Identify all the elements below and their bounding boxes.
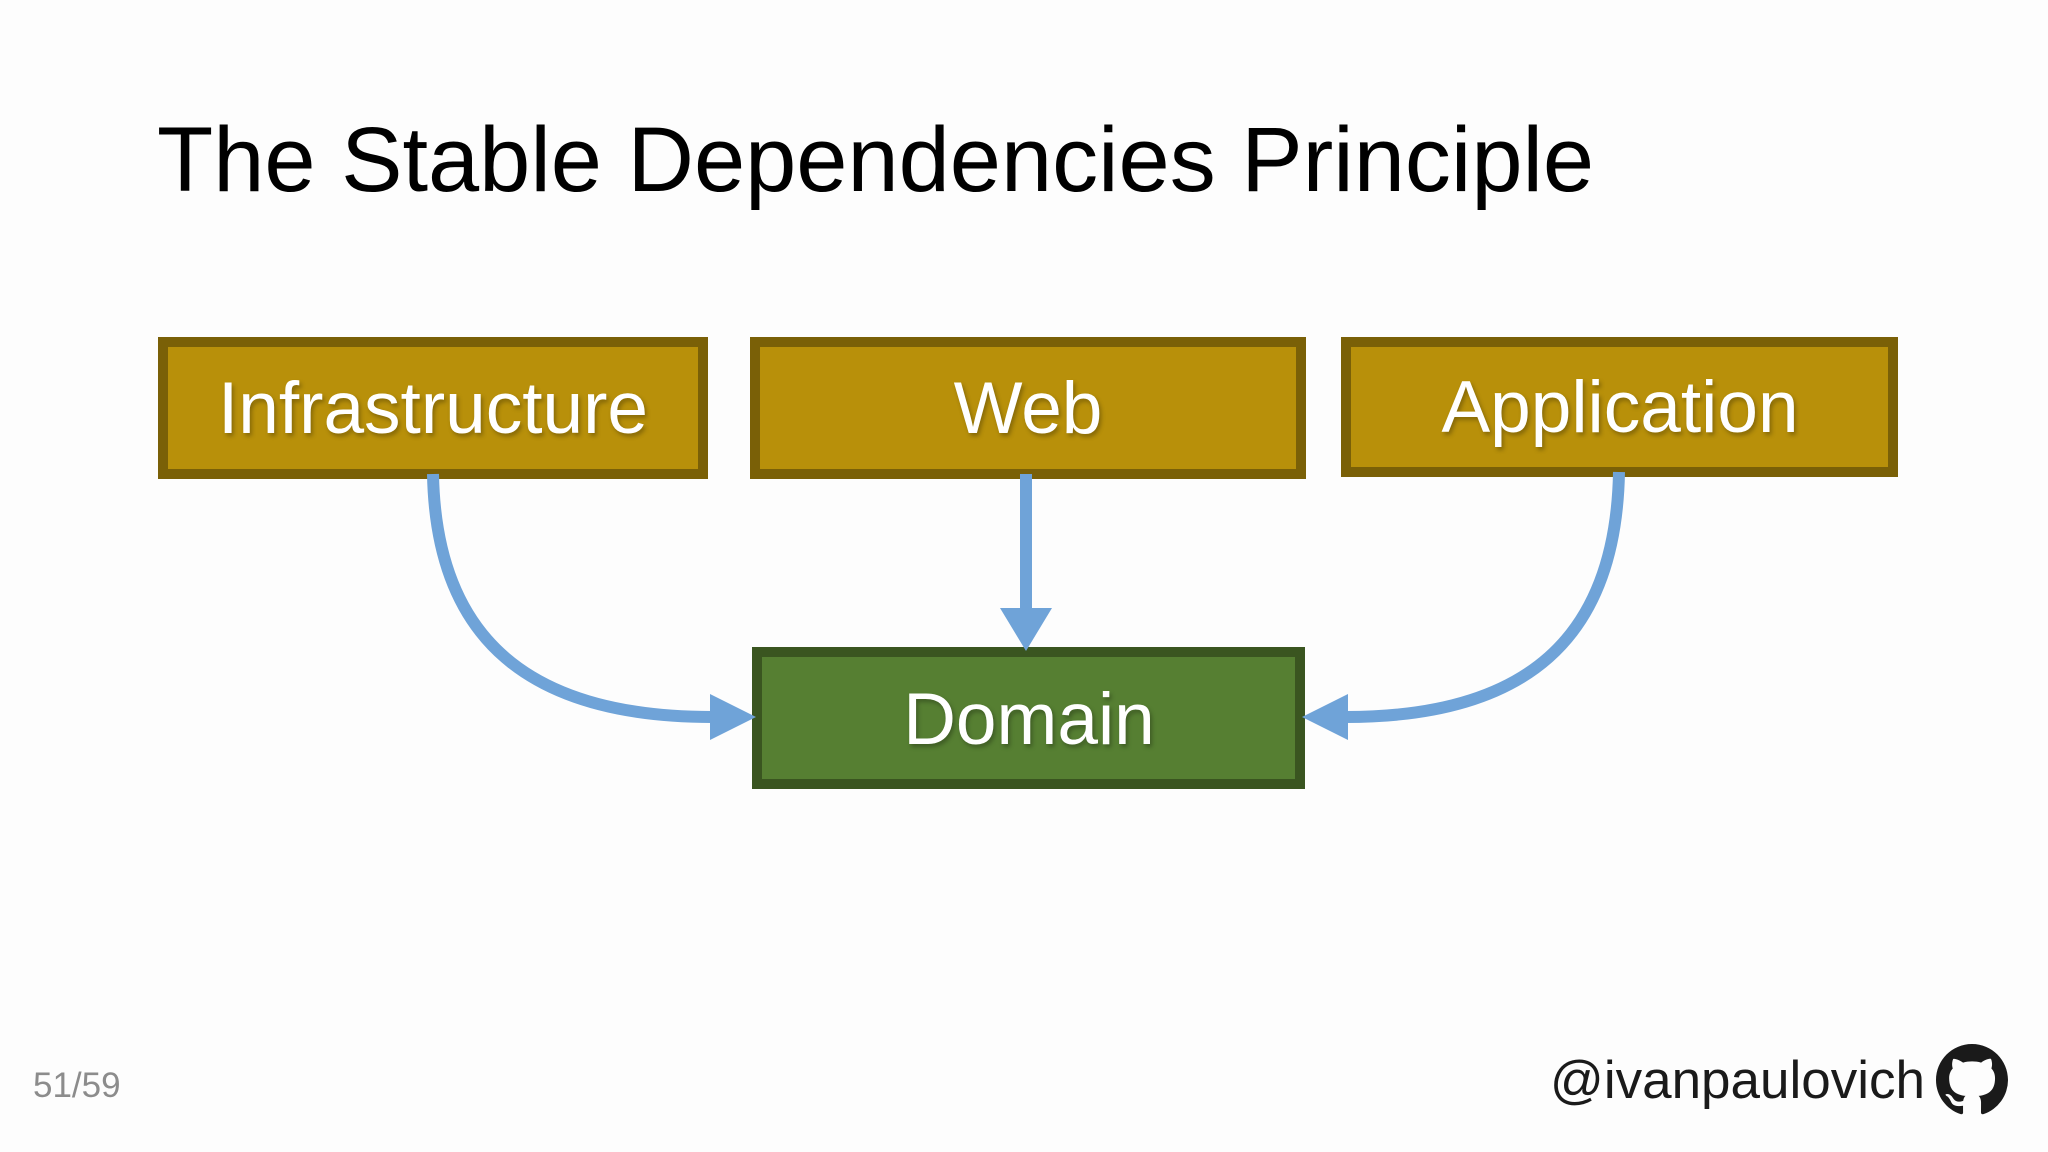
node-application: Application: [1341, 337, 1898, 477]
node-web-box: [750, 337, 1306, 479]
github-icon-path: [1936, 1044, 2008, 1115]
arrow-infrastructure-to-domain-head: [710, 694, 756, 740]
node-infrastructure-label: Infrastructure: [218, 368, 648, 449]
node-web: Web: [750, 337, 1306, 479]
arrow-application-to-domain: [1302, 471, 1625, 740]
slide-title: The Stable Dependencies Principle: [157, 109, 1595, 211]
node-domain: Domain: [752, 647, 1305, 789]
arrow-web-to-domain-head: [1000, 608, 1052, 651]
node-domain-label: Domain: [903, 679, 1155, 760]
arrow-infrastructure-to-domain: [427, 473, 756, 740]
github-icon: [1936, 1044, 2008, 1115]
node-domain-box: [752, 647, 1305, 789]
arrow-application-to-domain-head: [1302, 694, 1348, 740]
arrow-infrastructure-to-domain-shaft: [427, 473, 713, 723]
arrow-web-to-domain: [1000, 474, 1052, 651]
node-infrastructure: Infrastructure: [158, 337, 708, 479]
attribution-block: @ivanpaulovich: [1550, 1044, 2008, 1116]
node-web-label: Web: [954, 368, 1103, 449]
arrow-application-to-domain-shaft: [1345, 471, 1625, 723]
node-application-box: [1341, 337, 1898, 477]
attribution-handle: @ivanpaulovich: [1550, 1050, 1925, 1110]
node-application-label: Application: [1441, 367, 1798, 448]
node-infrastructure-box: [158, 337, 708, 479]
page-indicator: 51/59: [33, 1066, 121, 1105]
